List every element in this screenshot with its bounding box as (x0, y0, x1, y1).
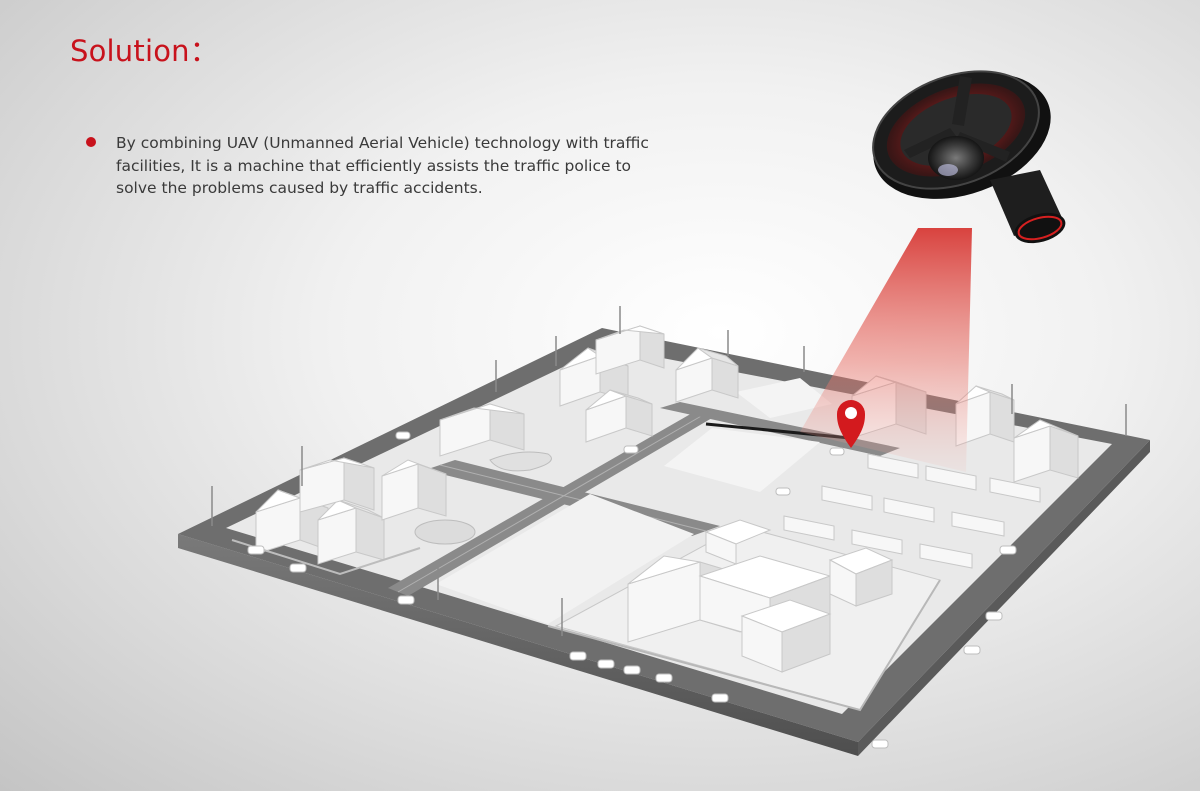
red-dot-icon (86, 137, 96, 147)
solution-description: By combining UAV (Unmanned Aerial Vehicl… (116, 134, 649, 197)
drone-camera-icon (872, 70, 1066, 244)
street-lamps (211, 306, 1127, 636)
building-block-left (231, 457, 476, 576)
page-title: Solution： (70, 34, 219, 68)
map-pin-icon (837, 400, 865, 448)
scan-beam (800, 228, 972, 472)
building-block-front (547, 519, 941, 712)
building-block-back (439, 325, 739, 472)
cars (247, 431, 1017, 749)
plazas (436, 378, 832, 624)
